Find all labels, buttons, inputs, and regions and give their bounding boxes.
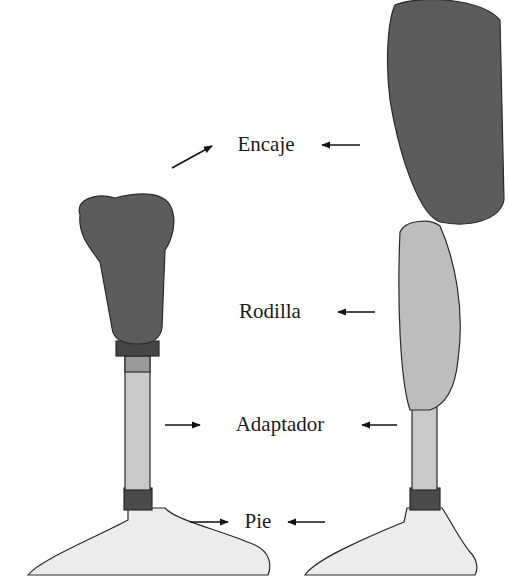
part-label: Encaje [235,132,296,157]
part-label: Rodilla [237,299,303,324]
part-label: Pie [243,509,274,534]
part-label: Adaptador [234,412,327,437]
leader-arrows [165,145,397,522]
below-knee-prosthesis [28,194,270,575]
above-knee-prosthesis [305,0,504,575]
